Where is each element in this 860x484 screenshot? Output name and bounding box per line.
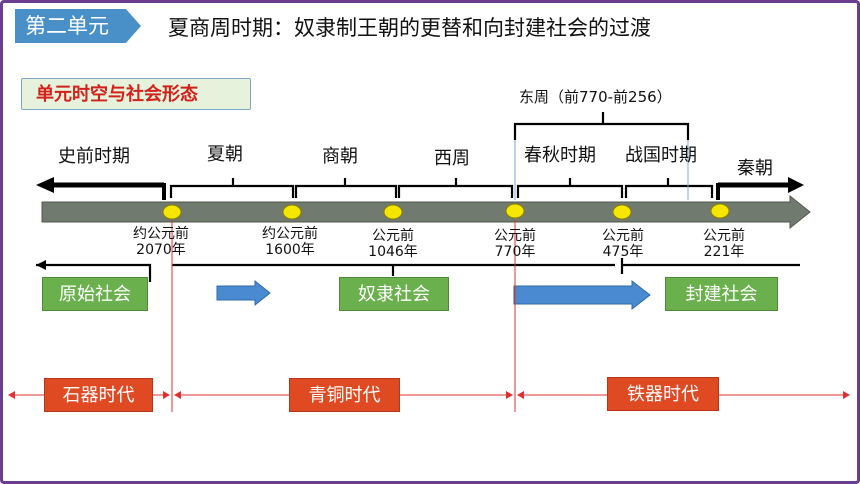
- date-label-770bc: 公元前 770年: [494, 228, 536, 260]
- society-box-primitive: 原始社会: [42, 277, 148, 311]
- period-label-spring-autumn: 春秋时期: [524, 145, 596, 166]
- timeline-bar: [41, 194, 811, 230]
- age-box-bronze: 青铜时代: [289, 378, 400, 412]
- date-line2: 221年: [703, 244, 745, 260]
- period-label-xia: 夏朝: [207, 144, 243, 165]
- date-line2: 770年: [494, 244, 536, 260]
- society-box-slave: 奴隶社会: [339, 277, 449, 311]
- transition-arrow-primitive-to-slave: [216, 279, 271, 307]
- period-label-prehistoric: 史前时期: [58, 146, 130, 167]
- event-dot-2070bc: [162, 204, 182, 220]
- date-line2: 1046年: [368, 244, 418, 260]
- date-label-475bc: 公元前 475年: [602, 228, 644, 260]
- age-box-iron: 铁器时代: [607, 377, 719, 411]
- period-label-western-zhou: 西周: [434, 148, 470, 169]
- western-zhou-brace: [397, 178, 514, 198]
- date-line1: 公元前: [703, 228, 745, 244]
- spring-autumn-brace: [516, 178, 624, 198]
- shang-brace: [294, 178, 398, 198]
- event-dot-221bc: [710, 203, 730, 219]
- page-title: 夏商周时期：奴隶制王朝的更替和向封建社会的过渡: [168, 16, 651, 40]
- event-dot-475bc: [612, 204, 632, 220]
- warring-states-brace: [624, 178, 714, 198]
- unit-badge: 第二单元: [15, 9, 141, 43]
- period-label-qin: 秦朝: [737, 158, 773, 179]
- society-box-feudal: 封建社会: [665, 277, 778, 311]
- event-dot-1046bc: [383, 204, 403, 220]
- date-line2: 2070年: [136, 242, 186, 258]
- date-line1: 约公元前: [133, 226, 189, 242]
- date-label-221bc: 公元前 221年: [703, 228, 745, 260]
- xia-brace: [169, 178, 295, 198]
- prehistoric-span-arrow: [36, 177, 166, 200]
- feudal-society-bracket: [620, 258, 800, 274]
- date-line1: 公元前: [602, 228, 644, 244]
- date-line1: 公元前: [494, 228, 536, 244]
- qin-span-arrow: [716, 177, 804, 200]
- slave-society-bracket: [172, 263, 615, 276]
- date-label-1600bc: 约公元前 1600年: [262, 226, 318, 258]
- section-tag: 单元时空与社会形态: [21, 78, 251, 110]
- event-dot-770bc: [505, 203, 525, 219]
- period-label-shang: 商朝: [322, 146, 358, 167]
- period-label-warring-states: 战国时期: [625, 145, 697, 166]
- date-line2: 475年: [602, 244, 644, 260]
- age-box-stone: 石器时代: [44, 378, 153, 412]
- period-label-eastern-zhou: 东周（前770-前256）: [519, 88, 672, 106]
- eastern-zhou-brace: [513, 112, 690, 140]
- date-label-2070bc: 约公元前 2070年: [133, 226, 189, 258]
- date-line1: 公元前: [371, 228, 414, 244]
- primitive-society-bracket: [36, 263, 152, 282]
- date-line2: 1600年: [265, 242, 315, 258]
- date-label-1046bc: 公元前 1046年: [368, 228, 418, 260]
- date-line1: 约公元前: [262, 226, 318, 242]
- transition-arrow-slave-to-feudal: [513, 279, 651, 311]
- event-dot-1600bc: [282, 204, 302, 220]
